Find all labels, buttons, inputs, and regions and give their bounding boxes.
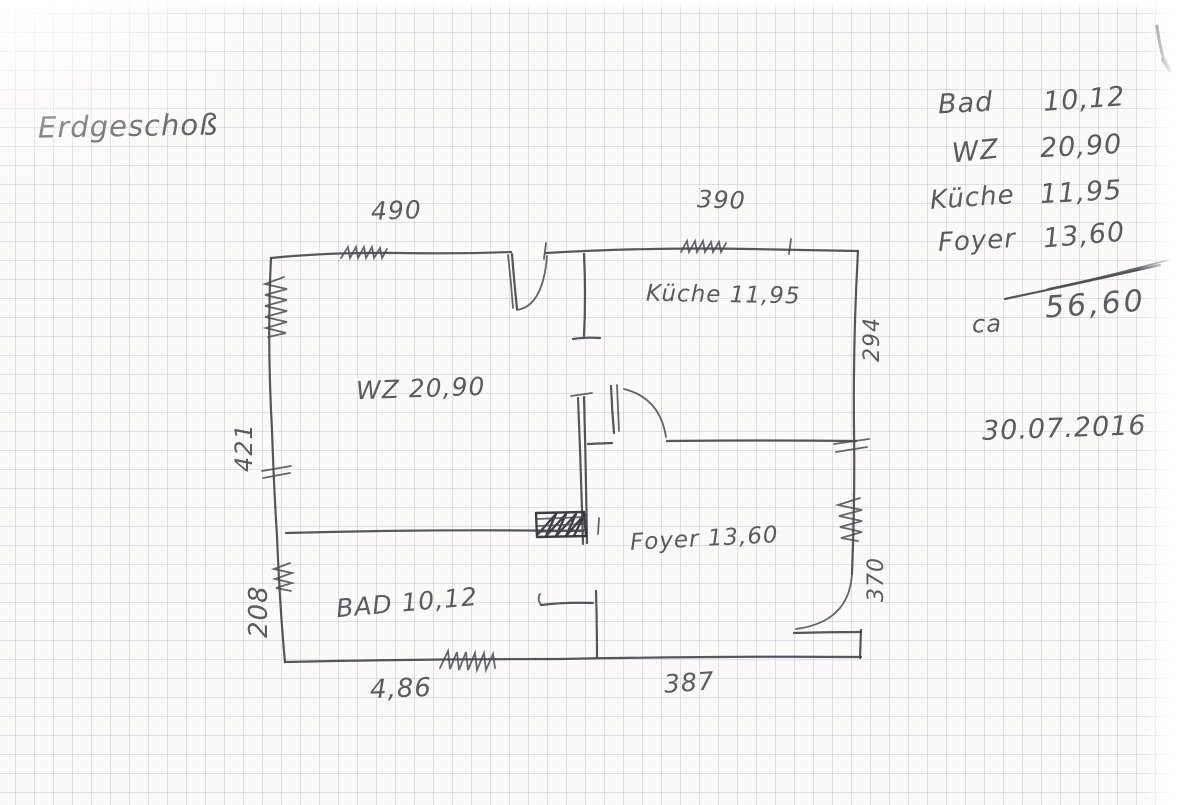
bottom-wall [283, 655, 863, 664]
bad-door-leaf [539, 601, 595, 607]
wall-kueche-wz-foot [571, 336, 602, 341]
right-wall-stub [858, 628, 863, 660]
wall-wz-bad [284, 529, 585, 535]
floor-plan-title: Erdgeschoß [37, 107, 219, 145]
wall-kueche-foyer [665, 439, 858, 443]
right-wall [850, 249, 860, 576]
summary-total-label: ca [971, 309, 1003, 339]
dimension-right-lower: 370 [864, 557, 889, 602]
hatch-left-lower [270, 562, 296, 592]
interior-walls [284, 252, 858, 659]
summary-row-label: WZ [950, 133, 1001, 170]
room-label-kueche: Küche 11,95 [645, 280, 801, 310]
bad-door-leaf-hook [537, 593, 542, 606]
top-door-leaf [510, 252, 519, 311]
dimension-right-upper: 294 [860, 317, 885, 362]
summary-row-label: Küche [929, 180, 1016, 216]
hatch-marks [261, 238, 870, 674]
hatch-left-upper [261, 276, 288, 338]
pen-mark-blob [1161, 56, 1171, 70]
foyer-wall-connector [586, 441, 614, 446]
dimension-bottom-left: 4,86 [369, 672, 433, 706]
tick-left-a [261, 465, 292, 472]
tick-foyer [597, 517, 600, 535]
hatch-top-left [340, 244, 388, 261]
wall-foyer-wz-tick [570, 392, 593, 397]
hatched-block-outline [534, 510, 588, 539]
hatched-block [534, 510, 600, 539]
tick-right-b [835, 446, 868, 453]
summary-row-value: 20,90 [1039, 128, 1124, 165]
pen-mark [1155, 24, 1172, 73]
sum-line-b [1047, 259, 1169, 290]
hatch-bottom [439, 647, 496, 674]
summary-row-value: 10,12 [1042, 81, 1127, 118]
top-wall-right [544, 247, 860, 255]
hatch-top-right [680, 238, 727, 255]
wall-foyer-wz-b [582, 395, 589, 545]
tick-top-mid [543, 242, 547, 260]
hatch-right [834, 497, 863, 542]
top-wall-left [269, 250, 513, 260]
dimension-left-lower: 208 [244, 585, 274, 638]
room-label-wohnzimmer: WZ 20,90 [355, 371, 486, 406]
dimension-bottom-right: 387 [663, 666, 716, 699]
dimension-top-left: 490 [370, 195, 423, 226]
summary-row-value: 13,60 [1041, 216, 1127, 255]
date-note: 30.07.2016 [981, 410, 1148, 447]
right-door-arc [795, 573, 853, 630]
summary-total-value: 56,60 [1043, 283, 1147, 326]
foyer-door-leaf-2 [616, 384, 620, 432]
wall-foyer-wz-a [576, 396, 585, 546]
hatched-block-scribble [536, 512, 586, 538]
foyer-door-arc [623, 388, 667, 438]
summary-row-label: Bad [937, 86, 994, 121]
top-door-leaf-2 [507, 254, 514, 309]
bad-door-jamb [594, 589, 599, 659]
dimension-top-right: 390 [696, 185, 747, 215]
wall-kueche-wz [582, 252, 587, 338]
tick-right-a [833, 438, 870, 445]
tick-left-b [262, 472, 291, 479]
doors [507, 252, 863, 635]
right-door-leaf [792, 630, 863, 635]
tick-top-right [788, 238, 792, 255]
top-door-arc [516, 255, 548, 311]
hatched-block-lines [536, 516, 586, 533]
dimension-left-upper: 421 [230, 423, 258, 472]
foyer-door-leaf [609, 384, 616, 435]
summary-row-label: Foyer [937, 223, 1017, 259]
summary-row-value: 11,95 [1039, 174, 1124, 211]
